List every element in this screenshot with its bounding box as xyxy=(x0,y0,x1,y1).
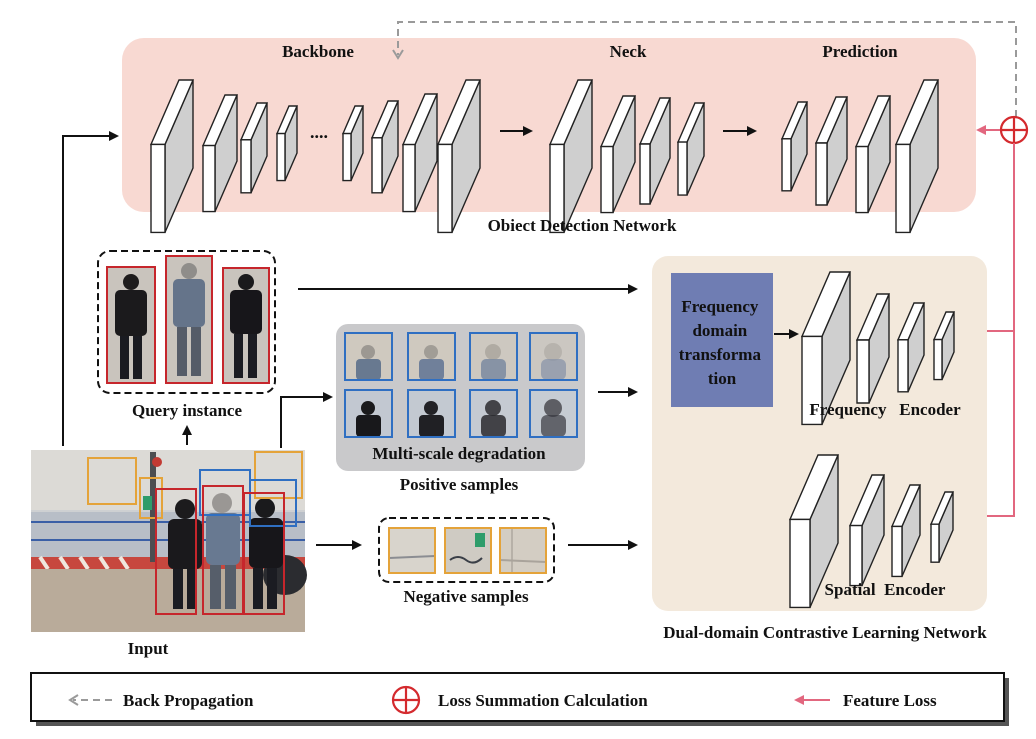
input-to-detection-arrow xyxy=(62,131,119,446)
degradation-panel xyxy=(336,324,585,471)
input-label: Input xyxy=(128,639,169,658)
positive-samples-label: Positive samples xyxy=(400,475,519,494)
positive-sample xyxy=(407,332,456,381)
negative-sample xyxy=(499,527,547,574)
detection-layers xyxy=(149,79,940,234)
neck-layer xyxy=(599,95,637,214)
frequency-encoder-layer xyxy=(896,302,926,393)
legend-box xyxy=(30,672,1005,722)
spatial-encoder-layer xyxy=(890,484,922,578)
positive-sample xyxy=(344,332,393,381)
prediction-layer xyxy=(814,96,849,206)
negative-sample-crops xyxy=(388,527,547,574)
negative-samples-label: Negative samples xyxy=(403,587,529,606)
backbone-ellipsis: .... xyxy=(310,122,328,142)
frequency-encoder-layer xyxy=(800,271,852,426)
backbone-layer xyxy=(239,102,269,194)
positive-sample-grid xyxy=(344,332,578,438)
backbone-layer xyxy=(401,93,439,213)
query-crop xyxy=(106,266,156,384)
neck-label: Neck xyxy=(610,42,647,61)
backbone-layer xyxy=(275,105,299,182)
contrastive-network-label: Dual-domain Contrastive Learning Network xyxy=(663,623,987,642)
negative-sample xyxy=(388,527,436,574)
frequency-encoder-layer xyxy=(932,311,956,381)
detection-panel xyxy=(122,38,976,212)
loss-summation-legend-label: Loss Summation Calculation xyxy=(438,691,648,710)
feature-loss-lines xyxy=(987,143,1015,517)
frequency-encoder-layer xyxy=(855,293,891,404)
loss-summation-icon xyxy=(999,115,1029,145)
neck-layer xyxy=(548,79,594,234)
frequency-encoder-label: Frequency Encoder xyxy=(809,400,961,419)
frequency-transform-text: Frequency domain transforma tion xyxy=(679,297,765,388)
prediction-layer xyxy=(894,79,940,234)
backbone-layer xyxy=(436,79,482,234)
backbone-layer xyxy=(341,105,365,182)
prediction-layer xyxy=(780,101,809,192)
positive-sample xyxy=(344,389,393,438)
query-crops xyxy=(106,255,270,384)
positive-sample xyxy=(529,332,578,381)
query-instance-label: Query instance xyxy=(132,401,242,420)
detection-network-label: Obiect Detection Network xyxy=(488,216,677,235)
query-crop xyxy=(222,267,270,384)
neck-layer xyxy=(676,102,706,196)
negative-samples-frame xyxy=(378,517,555,583)
query-instance-frame xyxy=(97,250,276,394)
positive-sample xyxy=(529,389,578,438)
backbone-label: Backbone xyxy=(282,42,354,61)
prediction-label: Prediction xyxy=(822,42,898,61)
prediction-layer xyxy=(854,95,892,214)
input-to-degradation-arrow xyxy=(280,392,333,448)
degradation-label: Multi-scale degradation xyxy=(372,444,546,463)
spatial-encoder-label: Spatial Encoder xyxy=(825,580,946,599)
encoder-layers xyxy=(788,271,956,609)
input-image xyxy=(31,450,307,632)
positive-sample xyxy=(469,332,518,381)
spatial-encoder-layer xyxy=(848,474,886,587)
backbone-layer xyxy=(149,79,195,234)
neck-layer xyxy=(638,97,672,205)
positive-sample xyxy=(469,389,518,438)
frequency-transform-box xyxy=(671,273,773,407)
query-crop xyxy=(165,255,213,384)
backbone-layer xyxy=(370,100,400,194)
spatial-encoder-layer xyxy=(788,454,840,609)
spatial-encoder-layer xyxy=(929,491,955,563)
positive-sample xyxy=(407,389,456,438)
loss-summation-legend-icon xyxy=(391,685,421,715)
feature-loss-legend-label: Feature Loss xyxy=(843,691,937,710)
negative-sample xyxy=(444,527,492,574)
backbone-layer xyxy=(201,94,239,213)
back-propagation-legend-label: Back Propagation xyxy=(123,691,254,710)
